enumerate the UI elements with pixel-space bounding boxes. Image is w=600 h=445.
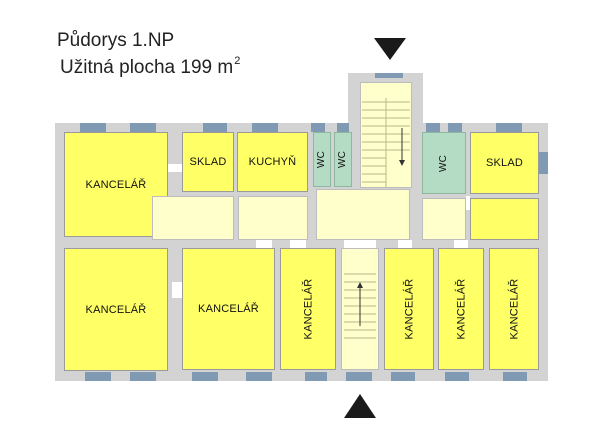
room-label: KUCHYŇ xyxy=(248,156,297,168)
door-opening xyxy=(290,240,306,248)
door-opening xyxy=(398,240,412,248)
hall-central xyxy=(316,189,410,240)
room-label: KANCELÁŘ xyxy=(455,278,467,340)
room-wc-1: WC xyxy=(313,132,331,187)
room-label: SKLAD xyxy=(485,157,524,169)
plan-title: Půdorys 1.NP xyxy=(57,30,175,51)
window xyxy=(448,123,462,132)
door-opening xyxy=(454,240,468,248)
room-kancelar-bottom-6: KANCELÁŘ xyxy=(489,248,539,370)
entrance-arrow-bottom-icon xyxy=(344,394,376,418)
room-label: KANCELÁŘ xyxy=(403,278,415,340)
window xyxy=(496,123,522,132)
window xyxy=(346,372,372,381)
room-kancelar-bottom-5: KANCELÁŘ xyxy=(438,248,484,370)
door-opening xyxy=(256,240,272,248)
window xyxy=(305,372,327,381)
room-label: SKLAD xyxy=(189,156,227,168)
room-label: KANCELÁŘ xyxy=(198,303,259,315)
room-label: KANCELÁŘ xyxy=(508,278,520,340)
door-opening xyxy=(344,240,376,248)
corridor-right xyxy=(422,198,466,240)
room-kancelar-bottom-left: KANCELÁŘ xyxy=(64,248,168,371)
room-label: WC xyxy=(337,150,349,169)
window xyxy=(246,372,272,381)
room-label: KANCELÁŘ xyxy=(85,178,147,191)
stairs-upper-icon xyxy=(362,98,410,188)
room-kuchyn: KUCHYŇ xyxy=(237,132,308,192)
window xyxy=(130,372,156,381)
window xyxy=(252,123,278,132)
stairs-lower-icon xyxy=(344,273,376,339)
room-kancelar-bottom-2: KANCELÁŘ xyxy=(182,248,275,370)
window xyxy=(445,372,469,381)
window xyxy=(337,123,349,132)
room-kancelar-top-left: KANCELÁŘ xyxy=(64,132,168,237)
room-label: WC xyxy=(438,154,450,172)
window xyxy=(203,123,227,132)
room-sklad-top: SKLAD xyxy=(182,132,234,192)
room-corridor-right-yellow xyxy=(470,198,539,240)
door-opening xyxy=(172,282,182,298)
door-opening xyxy=(466,196,470,210)
window xyxy=(375,73,403,78)
corridor-left xyxy=(152,196,234,240)
room-label: KANCELÁŘ xyxy=(302,278,314,340)
door-opening xyxy=(168,164,182,172)
window xyxy=(80,123,106,132)
room-kancelar-bottom-3: KANCELÁŘ xyxy=(280,248,336,370)
usable-area: Užitná plocha 199 m2 xyxy=(60,55,240,79)
usable-area-text: Užitná plocha 199 m xyxy=(60,57,234,78)
window xyxy=(539,152,548,174)
window xyxy=(85,372,111,381)
window xyxy=(391,372,415,381)
window xyxy=(426,123,440,132)
room-label: KANCELÁŘ xyxy=(85,303,147,316)
usable-area-unit-exponent: 2 xyxy=(234,55,241,67)
room-wc-3: WC xyxy=(422,132,466,194)
window xyxy=(503,372,527,381)
entrance-arrow-top-icon xyxy=(374,38,406,60)
window xyxy=(192,372,218,381)
room-sklad-right: SKLAD xyxy=(470,132,539,194)
room-wc-2: WC xyxy=(334,132,352,187)
window xyxy=(311,123,325,132)
room-label: WC xyxy=(316,150,328,169)
window xyxy=(130,123,156,132)
room-kancelar-bottom-4: KANCELÁŘ xyxy=(384,248,434,370)
corridor-mid xyxy=(238,196,308,240)
